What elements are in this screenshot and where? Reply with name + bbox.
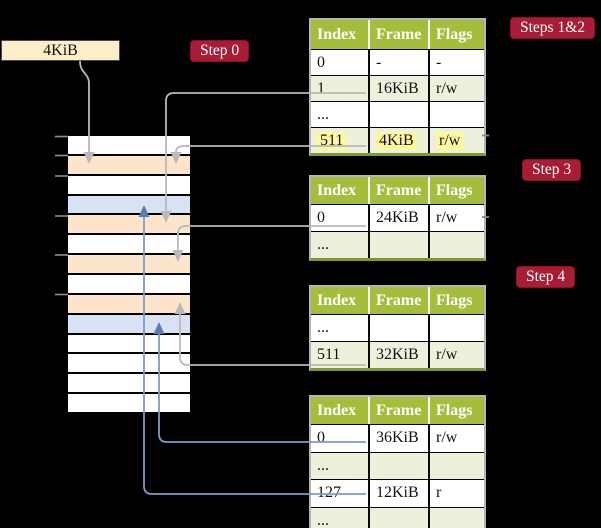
table-row: 1 16KiB r/w bbox=[311, 75, 484, 101]
badge-step-3: Step 3 bbox=[522, 159, 582, 181]
index-cell: 511 bbox=[311, 342, 370, 368]
memory-frame-row bbox=[68, 275, 190, 293]
index-cell: ... bbox=[311, 102, 370, 127]
memory-frame-row bbox=[68, 334, 190, 353]
index-cell: 511 bbox=[311, 128, 370, 153]
memory-frame-row bbox=[68, 235, 190, 254]
index-cell: 1 bbox=[311, 76, 370, 101]
memory-frame-row bbox=[68, 215, 190, 234]
flags-cell: r/w bbox=[430, 342, 484, 368]
memory-frame-row bbox=[68, 394, 190, 412]
header-flags: Flags bbox=[436, 181, 473, 199]
table-row: 0 - - bbox=[311, 49, 484, 75]
frame-cell: 4KiB bbox=[370, 128, 430, 153]
header-flags: Flags bbox=[436, 25, 473, 43]
header-index: Index bbox=[311, 177, 370, 204]
frame-cell: 32KiB bbox=[370, 342, 430, 368]
frame-cell: 24KiB bbox=[370, 205, 430, 231]
flags-cell: - bbox=[430, 50, 484, 75]
frame-cell: 12KiB bbox=[370, 480, 430, 507]
memory-frame-row bbox=[68, 195, 190, 214]
flags-cell: r/w bbox=[430, 128, 484, 153]
index-cell: ... bbox=[311, 507, 370, 528]
table-row: 511 4KiB r/w bbox=[311, 127, 484, 153]
flags-cell bbox=[430, 315, 484, 341]
header-index: Index bbox=[311, 287, 370, 314]
memory-frame-row bbox=[68, 354, 190, 373]
frame-size-box: 4KiB bbox=[1, 40, 120, 61]
flags-cell bbox=[430, 102, 484, 127]
table-row: 127 12KiB r bbox=[311, 479, 484, 507]
memory-frame-row bbox=[68, 255, 190, 273]
frame-cell bbox=[370, 315, 430, 341]
header-frame: Frame bbox=[370, 287, 430, 314]
memory-frame-row bbox=[68, 374, 190, 393]
memory-frame-row bbox=[68, 294, 190, 313]
memory-frame-row bbox=[68, 314, 190, 333]
frame-cell bbox=[370, 507, 430, 528]
table-row: ... bbox=[311, 451, 484, 479]
memory-frame-row bbox=[68, 155, 190, 174]
table-row: ... bbox=[311, 314, 484, 341]
badge-step-4: Step 4 bbox=[516, 266, 576, 288]
header-index: Index bbox=[311, 20, 370, 49]
badge-step-0: Step 0 bbox=[190, 40, 250, 62]
frame-cell bbox=[370, 232, 430, 258]
table-row: 511 32KiB r/w bbox=[311, 341, 484, 368]
flags-cell bbox=[430, 507, 484, 528]
index-cell: ... bbox=[311, 315, 370, 341]
index-cell: ... bbox=[311, 452, 370, 479]
flags-cell: r/w bbox=[430, 76, 484, 101]
frame-cell: 16KiB bbox=[370, 76, 430, 101]
table-header-row: Index Frame Flags bbox=[311, 397, 484, 424]
badge-steps-1-2: Steps 1&2 bbox=[510, 17, 596, 39]
table-header-row: Index Frame Flags bbox=[311, 20, 484, 49]
frame-cell: - bbox=[370, 50, 430, 75]
index-cell: ... bbox=[311, 232, 370, 258]
frame-cell: 36KiB bbox=[370, 425, 430, 452]
flags-cell: r/w bbox=[430, 425, 484, 452]
flags-cell bbox=[430, 452, 484, 479]
page-table-step3: Index Frame Flags 0 24KiB r/w ... bbox=[309, 175, 486, 261]
index-cell: 0 bbox=[311, 425, 370, 452]
table-row: 0 36KiB r/w bbox=[311, 424, 484, 452]
table-header-row: Index Frame Flags bbox=[311, 177, 484, 204]
page-table-step4: Index Frame Flags ... 511 32KiB r/w bbox=[309, 285, 486, 371]
memory-boundary-ticks bbox=[55, 135, 68, 296]
header-flags: Flags bbox=[436, 291, 473, 309]
flags-cell bbox=[430, 232, 484, 258]
header-index: Index bbox=[311, 397, 370, 424]
header-frame: Frame bbox=[370, 20, 430, 49]
flags-cell: r/w bbox=[430, 205, 484, 231]
table-row: ... bbox=[311, 231, 484, 258]
header-flags: Flags bbox=[436, 401, 473, 419]
table-row: ... bbox=[311, 101, 484, 127]
memory-frame-row bbox=[68, 175, 190, 194]
frame-cell bbox=[370, 452, 430, 479]
index-cell: 0 bbox=[311, 205, 370, 231]
memory-frame-row bbox=[68, 136, 190, 154]
page-table-leaf: Index Frame Flags 0 36KiB r/w ... 127 12… bbox=[309, 395, 486, 528]
table-header-row: Index Frame Flags bbox=[311, 287, 484, 314]
page-table-level2: Index Frame Flags 0 - - 1 16KiB r/w ... … bbox=[309, 18, 486, 156]
frame-cell bbox=[370, 102, 430, 127]
index-cell: 127 bbox=[311, 480, 370, 507]
header-frame: Frame bbox=[370, 177, 430, 204]
index-cell: 0 bbox=[311, 50, 370, 75]
physical-memory-column bbox=[68, 136, 190, 412]
table-row: 0 24KiB r/w bbox=[311, 204, 484, 231]
header-frame: Frame bbox=[370, 397, 430, 424]
flags-cell: r bbox=[430, 480, 484, 507]
table-row: ... bbox=[311, 506, 484, 528]
